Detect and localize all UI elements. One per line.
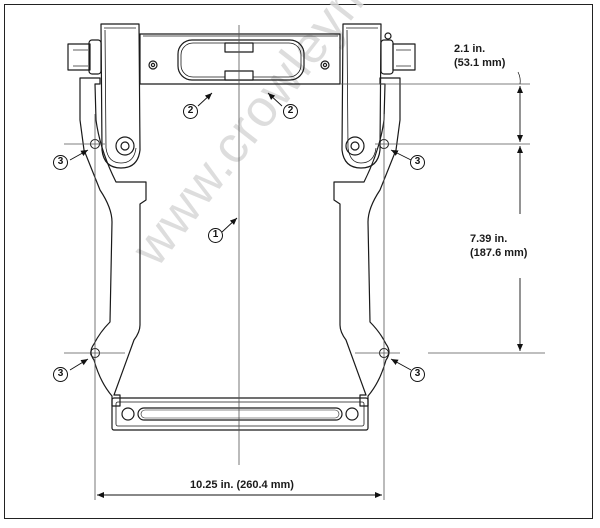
callout-2-right: 2 bbox=[283, 104, 298, 119]
dim-vertical-spacing-label: 7.39 in. (187.6 mm) bbox=[470, 232, 527, 260]
callout-1-centerline: 1 bbox=[208, 228, 223, 243]
dim-top-offset-inches: 2.1 in. bbox=[454, 43, 486, 55]
callout-3-bottom-right: 3 bbox=[410, 367, 425, 382]
right-knob bbox=[380, 39, 394, 75]
dim-top-offset-mm: (53.1 mm) bbox=[454, 57, 506, 69]
bottom-hole-left bbox=[121, 407, 135, 421]
callout-3-top-right: 3 bbox=[410, 155, 425, 170]
left-clamp-arm bbox=[100, 23, 141, 169]
dim-horizontal-spacing-label: 10.25 in. (260.4 mm) bbox=[190, 479, 294, 491]
diagram-frame bbox=[4, 4, 593, 519]
right-side-plate bbox=[333, 77, 401, 407]
right-clamp-arm bbox=[341, 23, 382, 169]
left-side-plate bbox=[79, 77, 147, 407]
callout-3-top-left: 3 bbox=[53, 155, 68, 170]
dim-vertical-spacing-mm: (187.6 mm) bbox=[470, 247, 528, 259]
construction-lines bbox=[64, 25, 545, 500]
callout-2-left: 2 bbox=[183, 104, 198, 119]
dim-vertical-spacing-inches: 7.39 in. bbox=[470, 233, 508, 245]
bottom-bar bbox=[111, 397, 369, 431]
dim-top-offset-label: 2.1 in. (53.1 mm) bbox=[454, 42, 505, 70]
left-knob bbox=[67, 43, 91, 71]
mounting-holes bbox=[90, 139, 389, 358]
callout-3-bottom-left: 3 bbox=[53, 367, 68, 382]
bottom-hole-right bbox=[345, 407, 359, 421]
